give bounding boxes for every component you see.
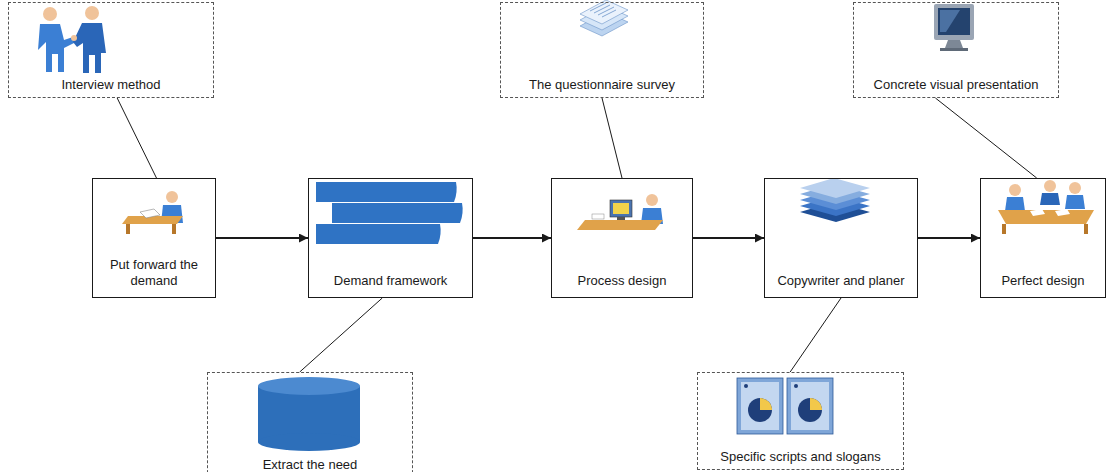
node-label: Put forward the demand [99,257,209,289]
flow-arrow [216,237,308,239]
chart-document-icon-part [741,382,779,430]
chart-document-icon-part [760,398,772,410]
node-label: Concrete visual presentation [874,77,1039,93]
handshake-icon-part [71,35,77,41]
node-label: Extract the need [263,457,358,472]
database-icon-part [258,377,360,395]
monitor-icon-part [938,8,970,35]
meeting-icon-part [1040,193,1060,205]
banner-icon-part [316,224,441,244]
desk-computer-icon-part [592,214,604,219]
interview-note: Interview method [8,2,214,98]
visual-note: Concrete visual presentation [853,2,1059,98]
node-label: Specific scripts and slogans [720,449,880,465]
chart-document-icon-part [787,378,833,434]
monitor-icon-part [945,40,963,48]
handshake-icon-part [43,7,57,21]
desk-computer-icon [577,194,663,230]
process-box: Copywriter and planer [764,178,918,298]
flow-arrow [693,237,764,239]
desk-computer-icon-part [617,217,625,220]
chart-document-icon-part [748,398,772,422]
meeting-icon [998,180,1094,234]
meeting-icon-part [1069,182,1081,194]
node-label: Demand framework [334,273,447,289]
desk-worker-icon [122,191,183,234]
handshake-icon-part [73,23,106,73]
desk-worker-icon-part [122,216,183,224]
desk-worker-icon-part [140,209,160,218]
sheet-stack-icon [800,178,870,222]
chart-document-icon-part [794,384,798,388]
sheet-stack-icon-part [800,178,870,198]
meeting-icon-part [1065,195,1085,209]
meeting-icon-part [1044,180,1056,192]
meeting-icon-part [998,210,1094,224]
chart-document-icon-part [737,378,783,434]
script-note: Specific scripts and slogans [697,372,904,470]
node-label: Copywriter and planer [777,273,904,289]
process-box: Demand framework [308,178,473,298]
leader-line [935,98,1036,178]
process-box: Put forward the demand [92,178,216,298]
banner-icon-part [316,182,457,202]
paper-stack-icon-part [590,3,616,17]
handshake-icon [38,6,106,73]
flow-arrow [473,237,551,239]
desk-worker-icon-part [126,224,176,234]
meeting-icon-part [1030,209,1070,216]
leader-line [602,98,622,178]
desk-computer-icon-part [646,194,658,206]
desk-computer-icon-part [610,200,632,217]
meeting-icon-part [1002,224,1088,234]
chart-document-icon-part [798,398,822,422]
process-box: Perfect design [980,178,1106,298]
monitor-icon-part [940,48,968,51]
banner-icon [316,182,463,244]
process-box: Process design [551,178,693,298]
monitor-icon [934,4,974,51]
paper-stack-icon [580,0,628,36]
flow-arrow [918,237,980,239]
desk-computer-icon-part [613,203,629,214]
survey-note: The questionnaire survey [500,2,704,98]
leader-line [300,298,383,372]
database-icon-part [258,433,360,451]
chart-document-icon-part [791,382,829,430]
banner-icon-part [332,203,463,223]
need-note: Extract the need [207,372,413,472]
node-label: Interview method [62,77,161,93]
monitor-icon-part [934,4,974,40]
desk-computer-icon-part [577,220,663,230]
chart-document-icon-part [810,398,822,410]
leader-line [790,298,841,372]
node-label: The questionnaire survey [529,77,675,93]
monitor-icon-part [940,10,960,32]
handshake-icon-part [38,24,78,72]
paper-stack-icon-part [580,0,628,24]
node-label: Perfect design [1001,273,1084,289]
handshake-icon-part [85,6,99,20]
chart-document-icon [737,378,833,434]
meeting-icon-part [1005,197,1025,211]
desk-worker-icon-part [166,191,178,203]
node-label: Process design [578,273,667,289]
database-icon [258,377,360,451]
meeting-icon-part [1009,184,1021,196]
leader-line [117,98,156,178]
chart-document-icon-part [744,384,748,388]
